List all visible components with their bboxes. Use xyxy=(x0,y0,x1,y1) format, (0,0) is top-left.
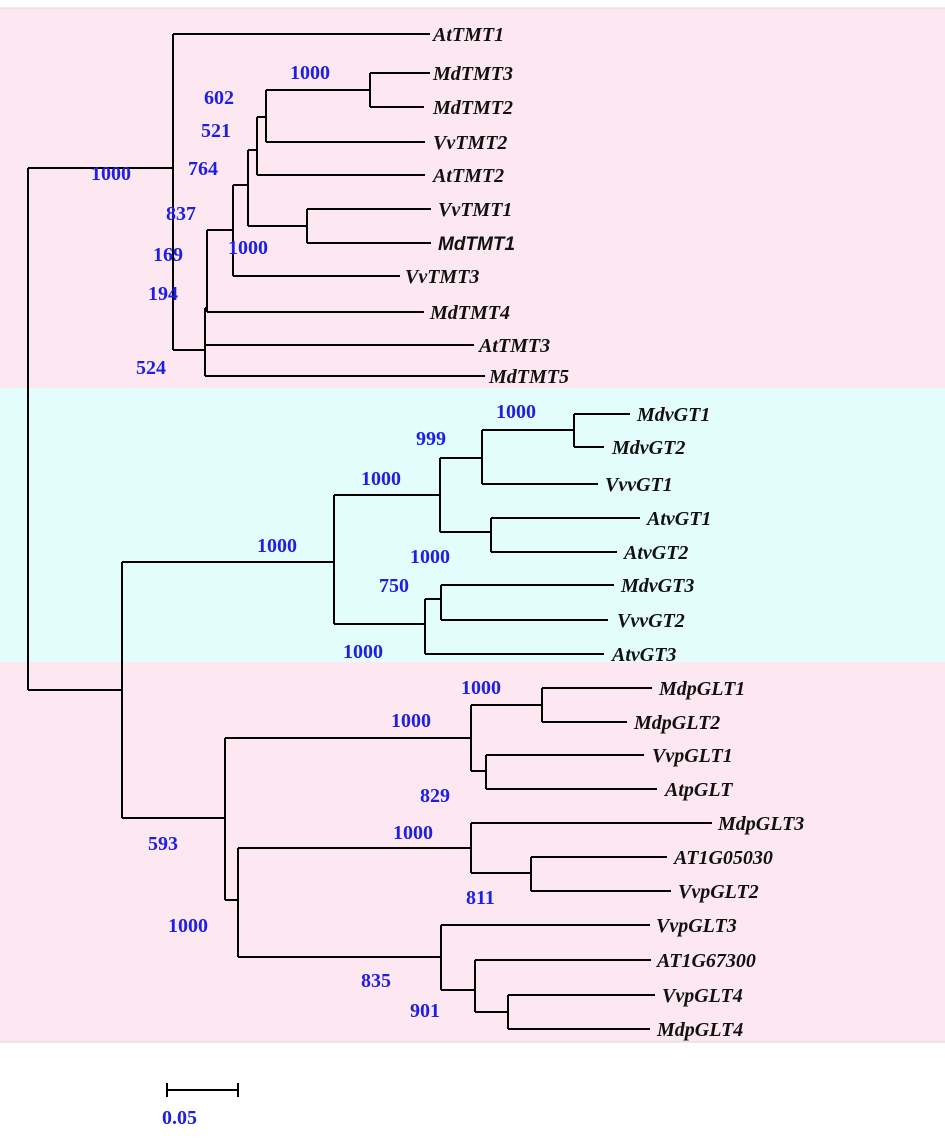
leaf-label-at1g67300: AT1G67300 xyxy=(655,950,756,972)
bootstrap-value: 829 xyxy=(420,785,450,807)
bootstrap-value: 1000 xyxy=(361,468,401,490)
leaf-label-vvpglt2: VvpGLT2 xyxy=(678,881,759,903)
scale-bar-label: 0.05 xyxy=(162,1107,197,1129)
bootstrap-value: 999 xyxy=(416,428,446,450)
bootstrap-value: 1000 xyxy=(461,677,501,699)
bootstrap-value: 1000 xyxy=(343,641,383,663)
tree-branches xyxy=(27,33,712,1030)
leaf-label-vvtmt2: VvTMT2 xyxy=(433,132,507,154)
leaf-label-vvvgt2: VvvGT2 xyxy=(617,610,685,632)
leaf-label-vvpglt3: VvpGLT3 xyxy=(656,915,737,937)
bootstrap-value: 1000 xyxy=(410,546,450,568)
leaf-label-mdvgt3: MdvGT3 xyxy=(620,575,694,597)
leaf-label-mdvgt2: MdvGT2 xyxy=(611,437,685,459)
bootstrap-value: 901 xyxy=(410,1000,440,1022)
leaf-label-attmt3: AtTMT3 xyxy=(477,335,550,357)
leaf-label-mdtmt5: MdTMT5 xyxy=(488,366,569,388)
clade-background-pglt xyxy=(0,662,945,1042)
bootstrap-value: 194 xyxy=(148,283,178,305)
bootstrap-value: 1000 xyxy=(257,535,297,557)
leaf-label-mdpglt1: MdpGLT1 xyxy=(658,678,745,700)
leaf-label-mdtmt3: MdTMT3 xyxy=(432,63,513,85)
leaf-label-at1g05030: AT1G05030 xyxy=(672,847,773,869)
bootstrap-value: 1000 xyxy=(168,915,208,937)
clade-background-tmt xyxy=(0,8,945,388)
leaf-label-mdtmt2: MdTMT2 xyxy=(432,97,513,119)
bootstrap-value: 750 xyxy=(379,575,409,597)
bootstrap-value: 524 xyxy=(136,357,166,379)
leaf-label-attmt2: AtTMT2 xyxy=(431,165,504,187)
bootstrap-value: 835 xyxy=(361,970,391,992)
leaf-label-mdtmt4: MdTMT4 xyxy=(429,302,510,324)
leaf-label-vvtmt1: VvTMT1 xyxy=(438,199,512,221)
bootstrap-value: 521 xyxy=(201,120,231,142)
bootstrap-value: 169 xyxy=(153,244,183,266)
bootstrap-value: 1000 xyxy=(391,710,431,732)
scale-bar: 0.05 xyxy=(162,1083,239,1129)
bootstrap-value: 1000 xyxy=(228,237,268,259)
leaf-label-mdpglt3: MdpGLT3 xyxy=(717,813,804,835)
bootstrap-value: 593 xyxy=(148,833,178,855)
bootstrap-value: 811 xyxy=(466,887,495,909)
leaf-label-atvgt2: AtvGT2 xyxy=(622,542,688,564)
leaf-label-attmt1: AtTMT1 xyxy=(431,24,504,46)
leaf-label-vvpglt4: VvpGLT4 xyxy=(662,985,743,1007)
leaf-labels: AtTMT1 MdTMT3 MdTMT2 VvTMT2 AtTMT2 VvTMT… xyxy=(405,24,804,1041)
leaf-label-atvgt3: AtvGT3 xyxy=(610,644,676,666)
leaf-label-atvgt1: AtvGT1 xyxy=(645,508,711,530)
leaf-label-vvvgt1: VvvGT1 xyxy=(605,474,673,496)
bootstrap-value: 1000 xyxy=(393,822,433,844)
bootstrap-value: 1000 xyxy=(290,62,330,84)
leaf-label-vvtmt3: VvTMT3 xyxy=(405,266,479,288)
clade-background-vgt xyxy=(0,388,945,662)
bootstrap-value: 1000 xyxy=(496,401,536,423)
leaf-label-mdpglt4: MdpGLT4 xyxy=(656,1019,743,1041)
bootstrap-value: 602 xyxy=(204,87,234,109)
leaf-label-atpglt: AtpGLT xyxy=(663,779,733,801)
leaf-label-mdpglt2: MdpGLT2 xyxy=(633,712,720,734)
leaf-label-mdtmt1: MdTMT1 xyxy=(438,234,515,255)
bootstrap-value: 837 xyxy=(166,203,196,225)
leaf-label-mdvgt1: MdvGT1 xyxy=(636,404,710,426)
leaf-label-vvpglt1: VvpGLT1 xyxy=(652,745,733,767)
bootstrap-values: 1000 602 521 764 1000 837 169 194 524 10… xyxy=(91,62,536,1022)
bootstrap-value: 1000 xyxy=(91,163,131,185)
bootstrap-value: 764 xyxy=(188,158,218,180)
